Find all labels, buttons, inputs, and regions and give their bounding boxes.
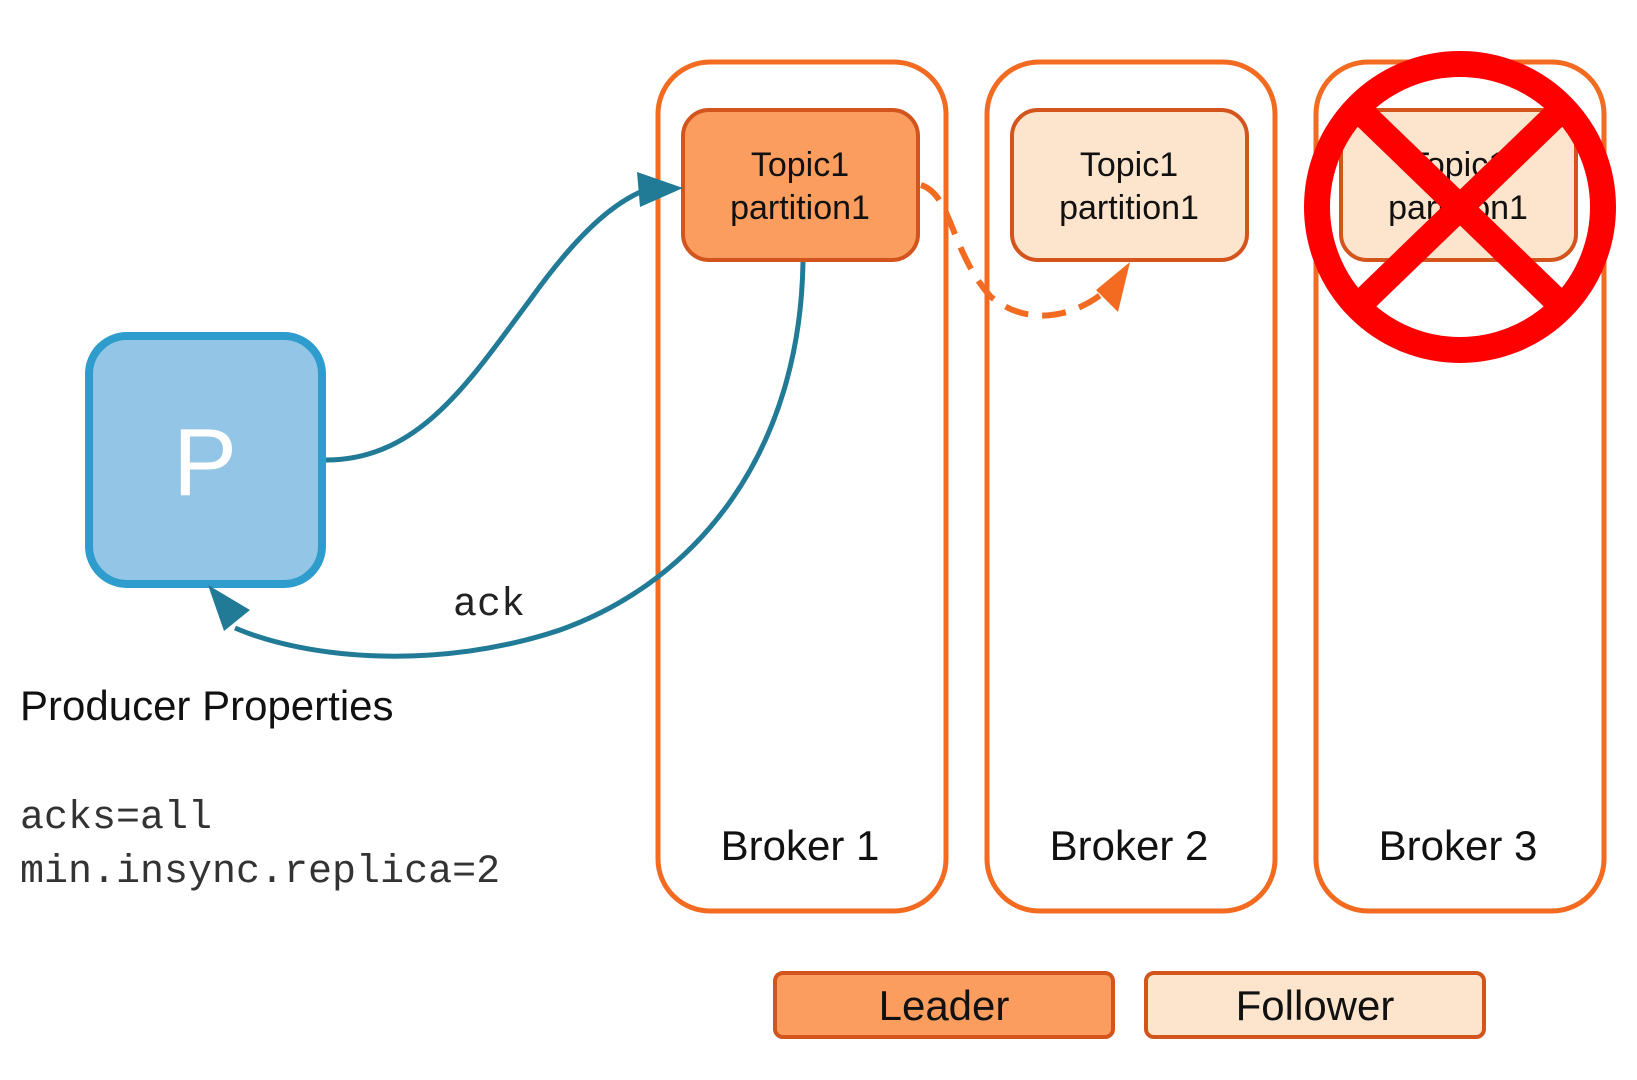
- legend-follower-label: Follower: [1236, 982, 1395, 1029]
- ack-arrow: [234, 261, 806, 659]
- config-line-acks: acks=all: [20, 796, 212, 841]
- legend-leader: Leader: [773, 971, 1115, 1039]
- broker-2-box: [984, 59, 1278, 914]
- legend-leader-label: Leader: [879, 982, 1010, 1029]
- producer-properties-title: Producer Properties: [20, 682, 394, 729]
- replication-arrowhead-icon: [1096, 262, 1130, 312]
- producer-node: P: [85, 332, 326, 588]
- partition-name-label: partition1: [1059, 189, 1199, 227]
- ack-arrowhead-icon: [208, 585, 250, 631]
- broker-1-box: [655, 59, 949, 914]
- ack-label: ack: [453, 583, 525, 628]
- partition-name-label: partition1: [730, 189, 870, 227]
- replication-arrow: [919, 182, 1113, 319]
- broker-2-label: Broker 2: [1050, 822, 1209, 869]
- partition-topic-label: Topic1: [751, 146, 849, 184]
- producer-letter: P: [173, 409, 237, 516]
- config-line-min-insync: min.insync.replica=2: [20, 850, 500, 895]
- send-arrowhead-icon: [637, 172, 683, 207]
- broker-2-follower-partition: Topic1 partition1: [1010, 108, 1249, 262]
- send-arrow: [325, 182, 661, 463]
- broker-1-label: Broker 1: [721, 822, 880, 869]
- partition-topic-label: Topic1: [1080, 146, 1178, 184]
- broker-1-leader-partition: Topic1 partition1: [681, 108, 920, 262]
- broker-3-label: Broker 3: [1379, 822, 1538, 869]
- failure-mark-icon: [1304, 51, 1616, 363]
- legend-follower: Follower: [1144, 971, 1486, 1039]
